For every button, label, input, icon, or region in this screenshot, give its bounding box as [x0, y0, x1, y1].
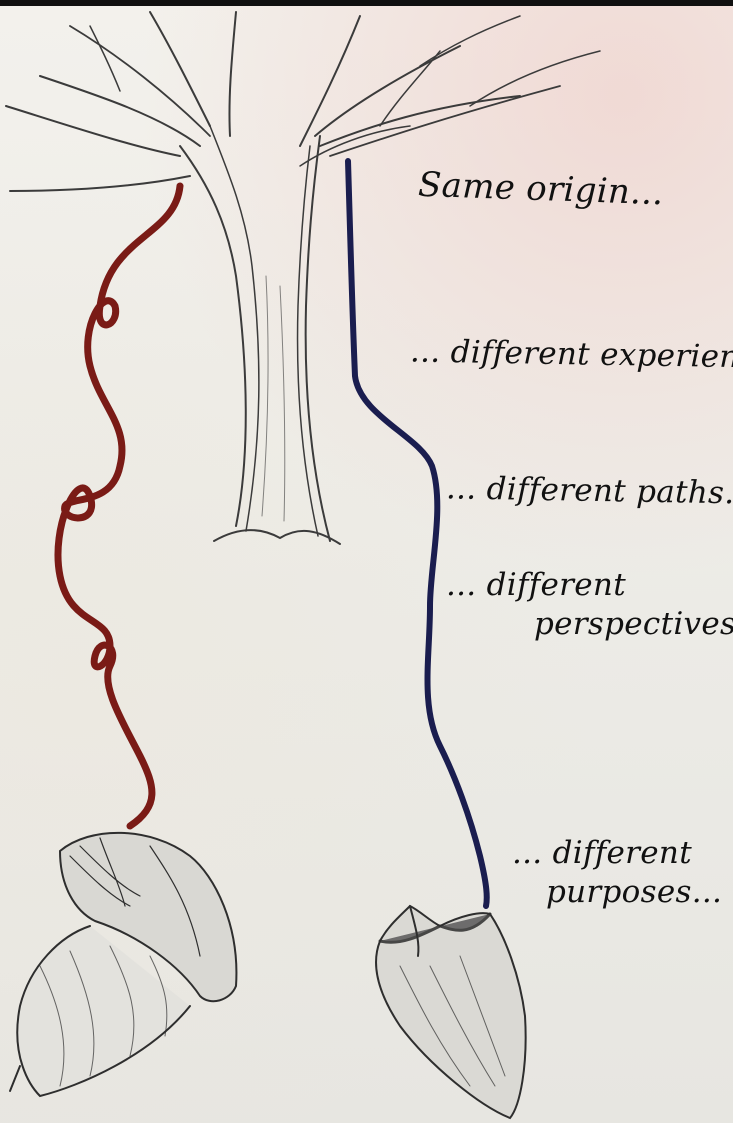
- different-purposes-line1: ... different: [512, 835, 692, 871]
- different-perspectives-line2: perspectives...: [446, 605, 726, 644]
- different-purposes-note: ... different purposes...: [512, 834, 732, 912]
- red-curly-path: [58, 186, 180, 826]
- different-perspectives-note: ... different perspectives...: [446, 566, 726, 644]
- sprouting-acorn-sketch: [376, 906, 526, 1118]
- different-purposes-line2: purposes...: [512, 873, 732, 912]
- blue-path: [348, 161, 487, 906]
- different-experiences-note: ... different experiences...: [410, 336, 733, 374]
- same-origin-note: Same origin...: [417, 168, 664, 211]
- acorn-with-cap-sketch: [10, 833, 236, 1096]
- different-paths-note: ... different paths...: [446, 473, 733, 509]
- tree-sketch: [6, 12, 600, 544]
- different-perspectives-line1: ... different: [446, 567, 626, 603]
